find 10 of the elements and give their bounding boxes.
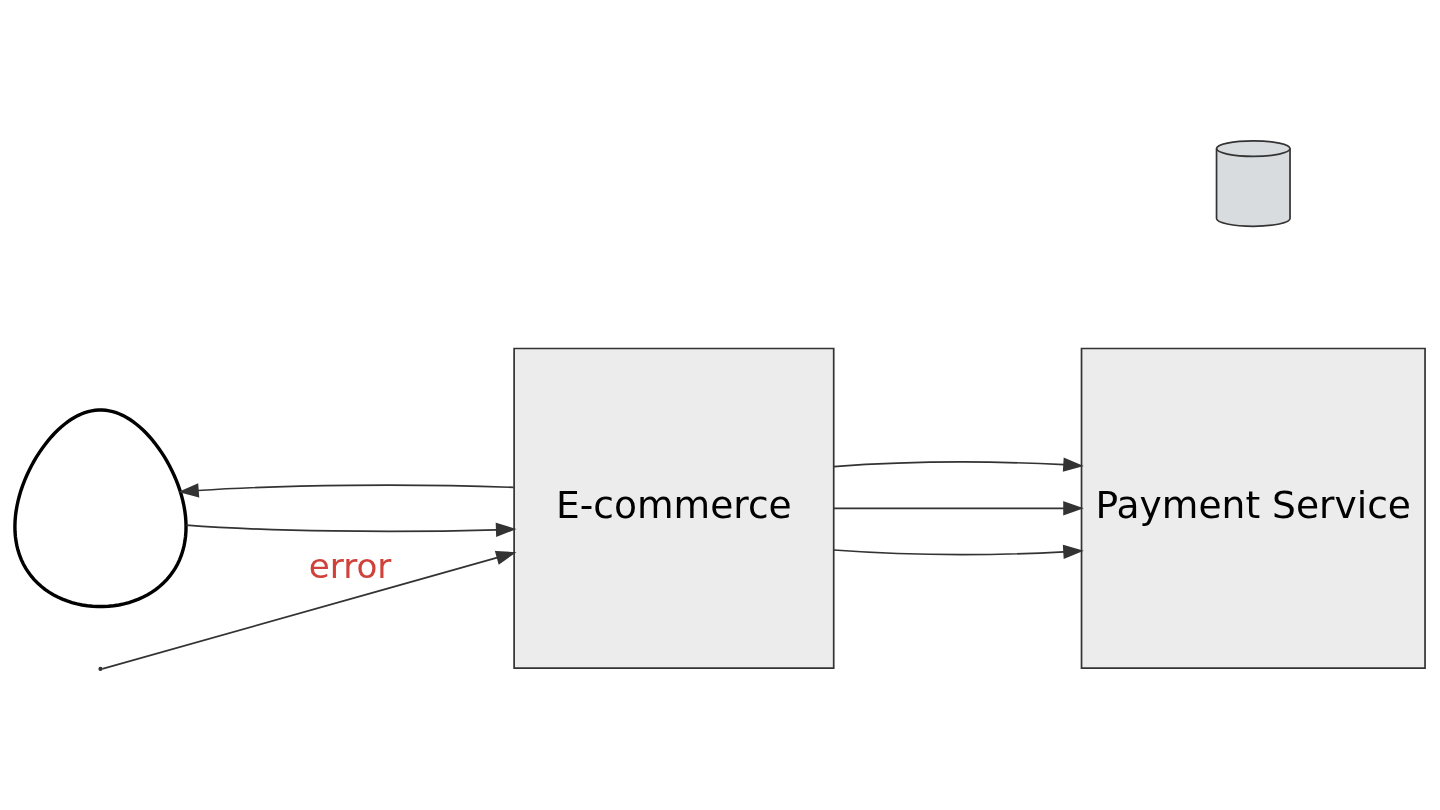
arrow	[832, 500, 1084, 515]
edge-label: error	[308, 545, 392, 586]
arrow	[101, 550, 517, 670]
node-person	[13, 407, 188, 608]
arrow	[832, 457, 1084, 472]
arrow	[178, 482, 515, 498]
arrow	[185, 522, 517, 537]
arrow	[832, 544, 1084, 559]
node-box: E-commerce	[513, 347, 835, 669]
node-box: Payment Service	[1080, 347, 1426, 669]
